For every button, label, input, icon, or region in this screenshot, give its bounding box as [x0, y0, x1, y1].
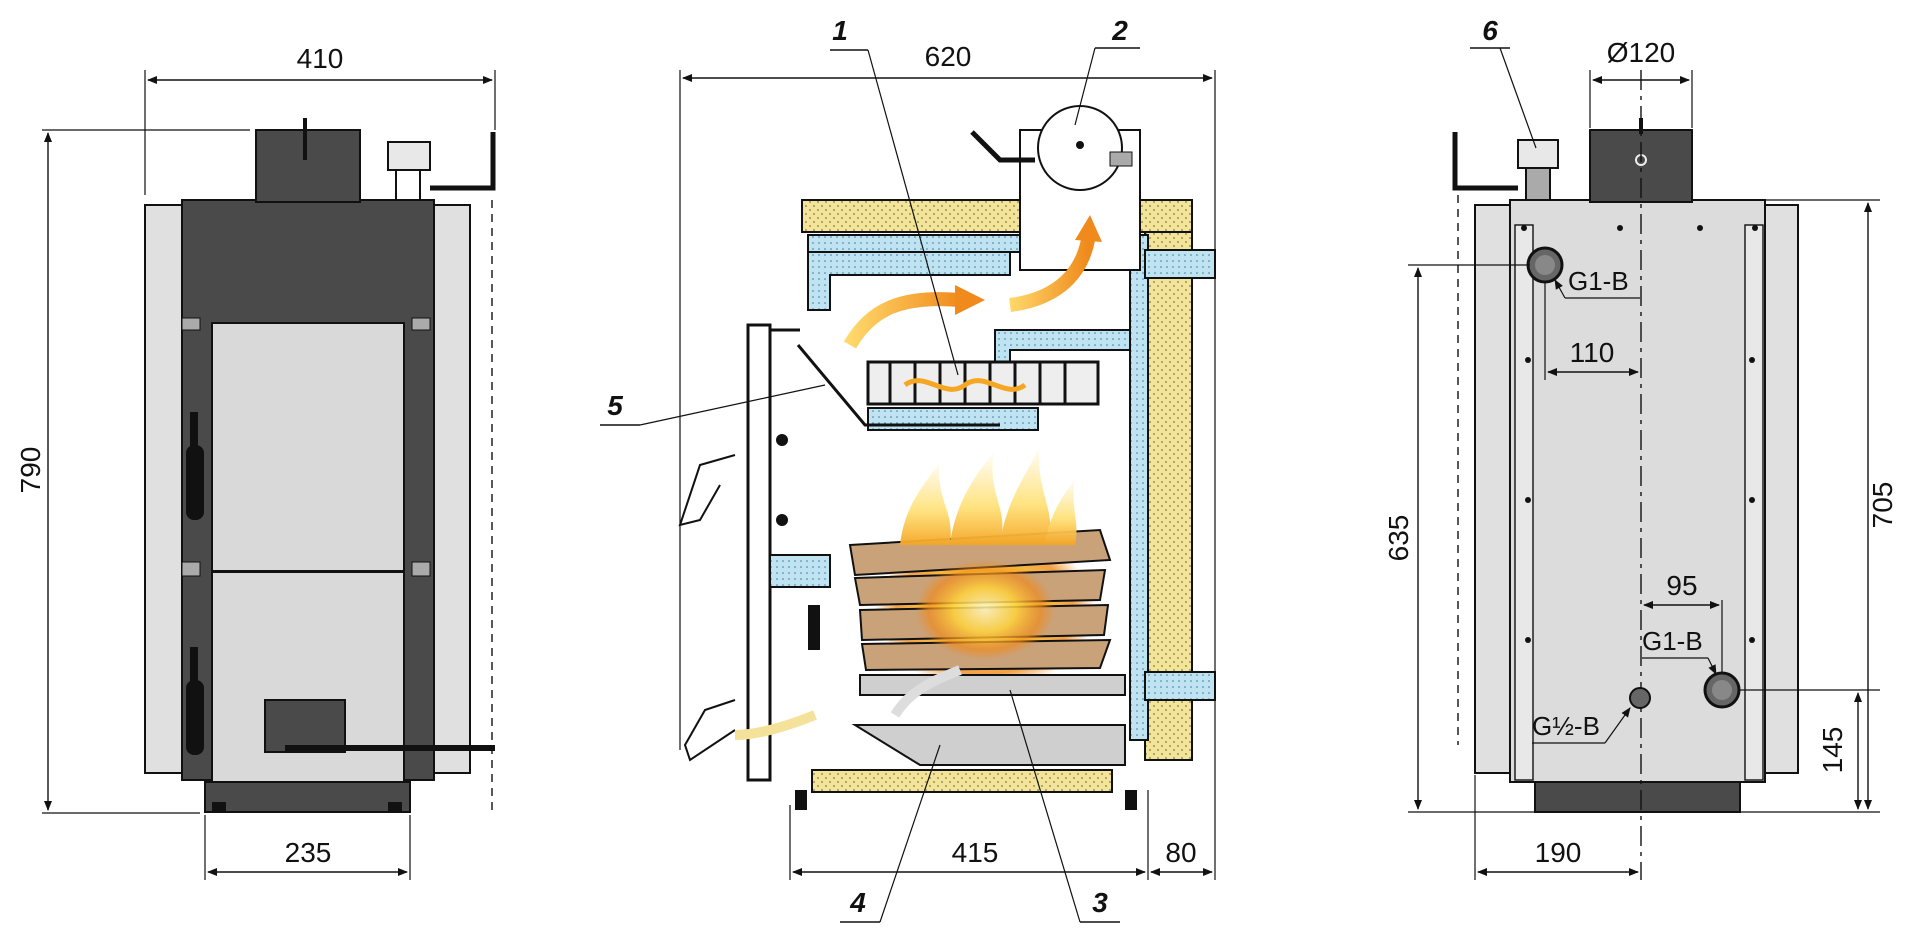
- section-water-outlet: [1144, 249, 1216, 279]
- callout-4: 4: [849, 887, 866, 918]
- section-view: 620 415 80 1 2 3 4 5: [600, 15, 1216, 923]
- section-ash-pan: [851, 724, 1126, 766]
- rear-overall-height: 705: [1867, 482, 1898, 529]
- rear-side-panel-right: [1759, 204, 1799, 774]
- front-base: [204, 781, 411, 813]
- callout-6: 6: [1482, 15, 1498, 46]
- front-view: 410 790 235: [15, 43, 496, 880]
- rear-fitting-lower: G1-B: [1642, 626, 1703, 656]
- front-upper-door: [211, 322, 405, 572]
- callout-2: 2: [1111, 15, 1128, 46]
- rear-base: [1534, 781, 1741, 813]
- rear-lower-outlet-height: 145: [1817, 727, 1848, 774]
- section-flames: [900, 445, 1077, 545]
- section-front-wall: [746, 323, 772, 782]
- section-width-dimension: 620: [925, 41, 972, 72]
- front-thermostat: [387, 141, 431, 171]
- front-legspan-dimension: 235: [285, 837, 332, 868]
- section-grate: [859, 674, 1126, 696]
- callout-5: 5: [607, 390, 623, 421]
- front-lower-handle: [186, 680, 204, 755]
- front-air-damper: [264, 699, 346, 753]
- rear-lower-outlet-offset: 95: [1666, 570, 1697, 601]
- front-upper-handle: [186, 445, 204, 520]
- section-offset-dimension: 80: [1165, 837, 1196, 868]
- rear-flue-offset: 190: [1535, 837, 1582, 868]
- rear-flue-diameter: Ø120: [1607, 37, 1676, 68]
- rear-side-panel-left: [1474, 204, 1514, 774]
- front-side-panel-left: [144, 204, 184, 774]
- front-width-dimension: 410: [297, 43, 344, 74]
- rear-view: G1-B G1-B G½-B 6 Ø120 635 705: [1383, 15, 1898, 880]
- rear-fitting-upper: G1-B: [1568, 266, 1629, 296]
- callout-1: 1: [832, 15, 848, 46]
- rear-fitting-drain: G½-B: [1532, 711, 1600, 741]
- rear-upper-outlet-offset: 110: [1570, 337, 1615, 368]
- section-water-return: [1144, 671, 1216, 701]
- section-bottom-insulation: [811, 769, 1113, 793]
- front-flue: [255, 129, 361, 203]
- front-side-panel-right: [431, 204, 471, 774]
- callout-3: 3: [1092, 887, 1108, 918]
- section-gas-flow-arrow-1: [843, 292, 961, 349]
- rear-drain-outlet: [1629, 687, 1651, 709]
- section-gas-flow-arrow-3: [903, 378, 1027, 392]
- front-height-dimension: 790: [15, 447, 46, 494]
- rear-upper-outlet-height: 635: [1383, 515, 1414, 562]
- rear-thermostat: [1517, 139, 1559, 169]
- section-depth-dimension: 415: [952, 837, 999, 868]
- section-gas-flow-arrow-2: [1008, 238, 1095, 312]
